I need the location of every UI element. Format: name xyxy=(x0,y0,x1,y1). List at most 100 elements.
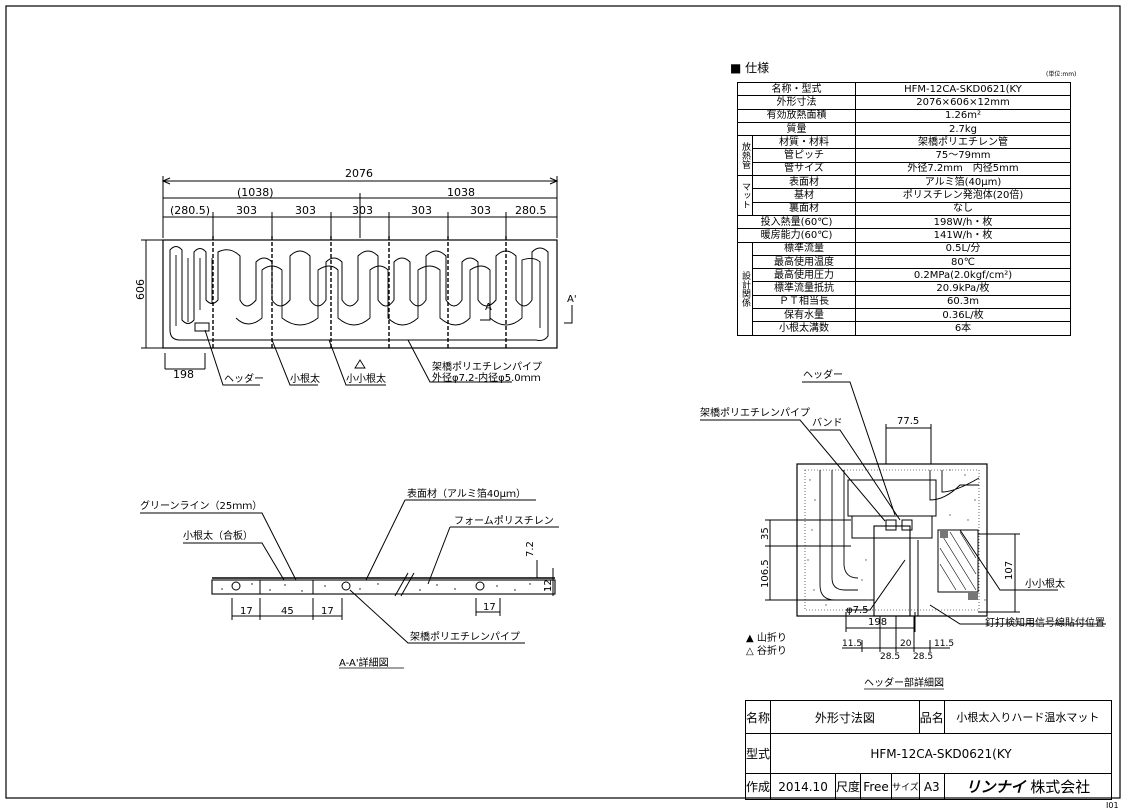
spec-row: マット表面材アルミ箔(40μm) xyxy=(737,175,1071,216)
legend-valley: △ 谷折り xyxy=(746,644,787,657)
detail-label-header: ヘッダー xyxy=(803,368,843,381)
detail-dim-285a: 28.5 xyxy=(880,652,900,662)
detail-label-kokonedai: 小小根太 xyxy=(1025,577,1065,590)
detail-dim-115a: 11.5 xyxy=(842,639,862,649)
section-dim-72: 7.2 xyxy=(525,541,536,557)
spec-value: 75〜79mm xyxy=(855,148,1071,163)
header-detail-dots xyxy=(807,469,986,606)
detail-dim-775: 77.5 xyxy=(897,416,919,427)
spec-value: 0.2MPa(2.0kgf/cm²) xyxy=(855,268,1071,283)
section-speckle xyxy=(221,583,546,592)
spec-value: 6本 xyxy=(855,321,1071,336)
spec-label: 標準流量 xyxy=(752,241,856,256)
plan-label-pipe-size: 外径φ7.2-内径φ5.0ｍｍ xyxy=(432,371,541,384)
spec-value: 架橋ポリエチレン管 xyxy=(855,135,1071,150)
dim-right: 1038 xyxy=(447,186,475,199)
spec-heading: ■ 仕様 xyxy=(730,61,769,75)
detail-label-band: バンド xyxy=(812,417,843,429)
spec-row: 基材ポリスチレン発泡体(20倍) xyxy=(738,188,1071,203)
made-value: 2014.10 xyxy=(770,773,837,800)
spec-label: 名称・型式 xyxy=(737,81,856,97)
section-dim-17a: 17 xyxy=(240,606,253,617)
spec-label: 表面材 xyxy=(752,175,856,190)
section-label-pipe: 架橋ポリエチレンパイプ xyxy=(410,630,520,643)
title-row-model: 型式 HFM-12CA-SKD0621(KY xyxy=(744,733,1112,774)
corner-code: I01 xyxy=(1106,801,1119,810)
spec-value: 2.7kg xyxy=(855,121,1071,137)
spec-label: 標準流量抵抗 xyxy=(752,281,856,296)
dim-seg-3: 303 xyxy=(295,204,316,217)
spec-label: 裏面材 xyxy=(752,201,856,216)
spec-row: 暖房能力(60℃)141W/h・枚 xyxy=(737,228,1071,243)
detail-label-nail: 釘打検知用信号線貼付位置 xyxy=(985,616,1105,629)
detail-dim-35: 35 xyxy=(760,527,771,540)
detail-dim-198: 198 xyxy=(868,617,887,628)
spec-label: 保有水量 xyxy=(752,308,856,323)
spec-group-design: 設計関係 xyxy=(737,241,753,336)
dim-seg-2: 303 xyxy=(236,204,257,217)
company-suffix: 株式会社 xyxy=(1030,778,1091,796)
dim-seg-4: 303 xyxy=(352,204,373,217)
dim-height: 606 xyxy=(134,279,147,300)
name-value: 外形寸法図 xyxy=(770,700,920,734)
spec-unit: (単位:mm) xyxy=(1046,70,1076,78)
spec-row: 管サイズ外径7.2mm 内径5mm xyxy=(738,161,1071,177)
header-detail-view xyxy=(700,381,1106,652)
spec-value: HFM-12CA-SKD0621(KY xyxy=(855,81,1071,97)
name-label: 名称 xyxy=(744,700,772,734)
spec-label: 投入熱量(60℃) xyxy=(737,214,856,230)
dim-seg-5: 303 xyxy=(411,204,432,217)
made-label: 作成 xyxy=(744,773,772,800)
spec-row: 放熱管材質・材料架橋ポリエチレン管 xyxy=(737,135,1071,177)
spec-value: 0.5L/分 xyxy=(855,241,1071,256)
section-label-surface: 表面材（アルミ箔40μｍ） xyxy=(407,487,526,500)
size-value: A3 xyxy=(918,773,945,800)
plan-label-kokonedai: 小小根太 xyxy=(346,372,386,385)
detail-dim-115b: 11.5 xyxy=(934,639,954,649)
plan-label-header: ヘッダー xyxy=(224,372,264,385)
spec-value: 60.3m xyxy=(855,294,1071,310)
spec-value: 0.36L/枚 xyxy=(855,308,1071,323)
detail-label-pipe: 架橋ポリエチレンパイプ xyxy=(700,406,810,419)
dim-total: 2076 xyxy=(345,167,373,180)
header-detail-fill xyxy=(940,530,978,600)
plan-label-konedai: 小根太 xyxy=(290,372,320,385)
spec-label: 外形寸法 xyxy=(737,95,856,110)
legend-mountain: ▲ 山折り xyxy=(746,631,787,644)
spec-label: 材質・材料 xyxy=(752,135,856,150)
product-label: 品名 xyxy=(918,700,945,734)
spec-label: 最高使用圧力 xyxy=(752,268,856,283)
title-row-made: 作成 2014.10 尺度 Free サイズ A3 リンナイ 株式会社 xyxy=(744,773,1113,800)
section-label-green: グリーンライン（25ｍｍ） xyxy=(140,499,262,512)
spec-row: 裏面材なし xyxy=(738,201,1071,216)
spec-label: 有効放熱面積 xyxy=(737,108,856,123)
dim-left: (1038) xyxy=(237,186,274,199)
spec-group-pipe: 放熱管 xyxy=(737,135,753,177)
spec-group-mat: マット xyxy=(737,175,753,216)
scale-label: 尺度 xyxy=(835,773,862,800)
title-row-name: 名称 外形寸法図 品名 小根太入りハード温水マット xyxy=(744,700,1113,734)
section-marker-a2: A' xyxy=(567,294,577,305)
section-caption: A-A'詳細図 xyxy=(339,656,389,669)
spec-value: 198W/h・枚 xyxy=(855,214,1071,230)
spec-value: アルミ箔(40μm) xyxy=(855,175,1071,190)
title-block: 名称 外形寸法図 品名 小根太入りハード温水マット 型式 HFM-12CA-SK… xyxy=(744,700,1113,800)
spec-label: ＰＴ相当長 xyxy=(752,294,856,310)
model-label: 型式 xyxy=(744,733,772,774)
section-dim-45: 45 xyxy=(281,606,294,617)
spec-value: 20.9kPa/枚 xyxy=(855,281,1071,296)
plan-label-pipe: 架橋ポリエチレンパイプ xyxy=(432,360,542,373)
spec-value: 1.26m² xyxy=(855,108,1071,123)
detail-caption: ヘッダー部詳細図 xyxy=(864,676,944,689)
dim-seg-7: 280.5 xyxy=(515,204,547,217)
section-marker-a: A xyxy=(485,302,492,313)
